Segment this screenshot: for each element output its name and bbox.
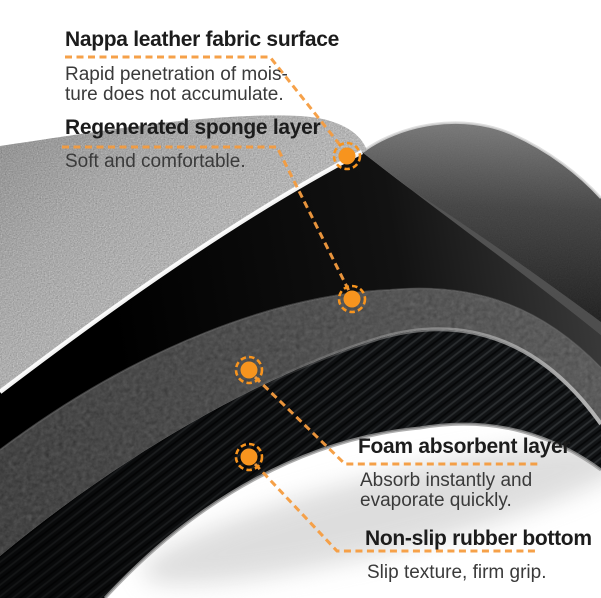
marker-dot-icon (338, 147, 356, 165)
marker-ring-icon (332, 141, 362, 171)
callout-line-foam (253, 375, 540, 466)
desc-line: Rapid penetration of mois- (65, 64, 288, 85)
callout-title-sponge: Regenerated sponge layer (65, 116, 321, 139)
desc-line: evaporate quickly. (360, 490, 512, 511)
callout-line-sponge (62, 145, 352, 294)
layer-marker-foam (234, 355, 264, 385)
sponge-layer (0, 152, 601, 450)
callout-line-rubber (253, 462, 537, 553)
marker-dot-icon (240, 361, 258, 379)
layer-marker-nappa (332, 141, 362, 171)
desc-line: Slip texture, firm grip. (367, 562, 547, 583)
marker-dot-icon (240, 448, 258, 466)
desc-line: Absorb instantly and (360, 470, 533, 491)
marker-ring-icon (234, 355, 264, 385)
layer-marker-rubber (234, 442, 264, 472)
callout-desc-sponge: Soft and comfortable. (65, 152, 246, 172)
marker-dot-icon (343, 290, 361, 308)
callout-desc-nappa: Rapid penetration of mois- ture does not… (65, 65, 288, 105)
marker-ring-icon (337, 284, 367, 314)
callout-desc-rubber: Slip texture, firm grip. (367, 563, 547, 583)
mat-shadow (142, 440, 601, 584)
marker-ring-icon (234, 442, 264, 472)
desc-line: Soft and comfortable. (65, 151, 246, 172)
callout-title-rubber: Non-slip rubber bottom (365, 527, 592, 550)
desc-line: ture does not accumulate. (65, 84, 284, 105)
callout-title-foam: Foam absorbent layer (358, 435, 571, 458)
layer-marker-sponge (337, 284, 367, 314)
callout-title-nappa: Nappa leather fabric surface (65, 28, 340, 51)
callout-desc-foam: Absorb instantly and evaporate quickly. (360, 471, 532, 511)
rubber-bottom-layer (0, 329, 601, 598)
